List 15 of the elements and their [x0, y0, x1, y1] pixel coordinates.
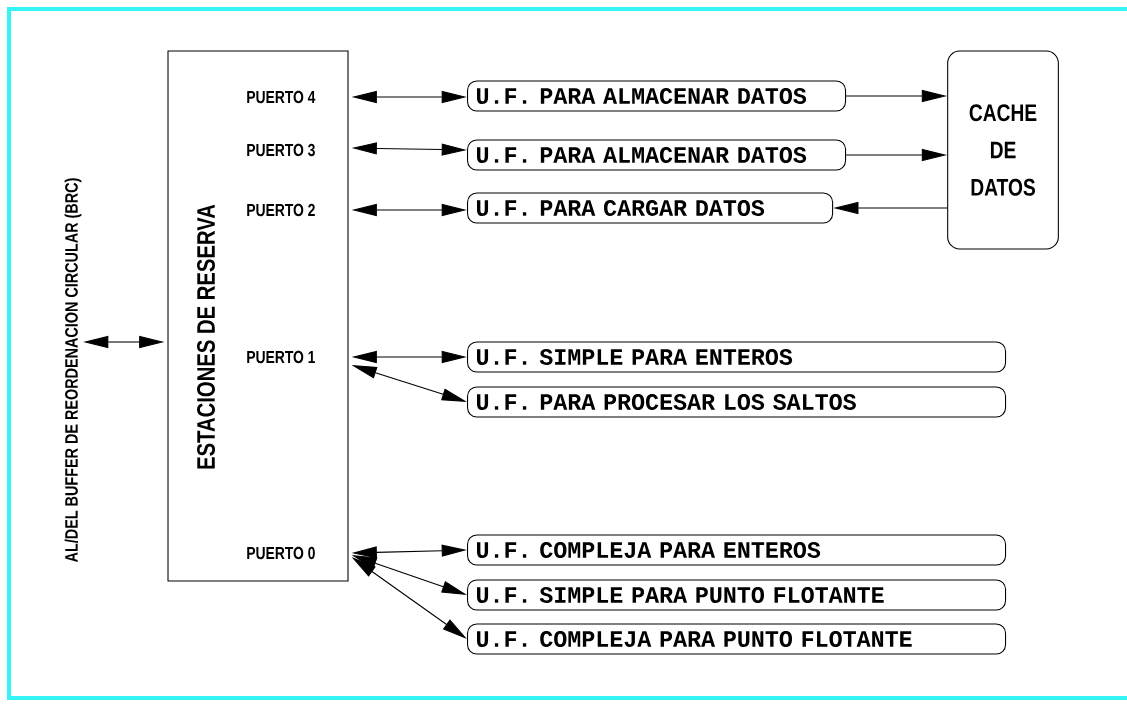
cache-box: CACHE DE DATOS — [947, 50, 1059, 250]
functional-unit-box: U.F. SIMPLE PARA PUNTO FLOTANTE — [467, 579, 1007, 611]
functional-unit-box: U.F. COMPLEJA PARA ENTEROS — [467, 534, 1007, 566]
port-label: PUERTO 0 — [247, 546, 315, 560]
port-label: PUERTO 4 — [247, 90, 316, 104]
functional-unit-box: U.F. SIMPLE PARA ENTEROS — [467, 341, 1007, 373]
functional-unit-box: U.F. PARA PROCESAR LOS SALTOS — [467, 386, 1007, 418]
port-label: PUERTO 2 — [247, 203, 315, 217]
functional-unit-box: U.F. PARA ALMACENAR DATOS — [467, 139, 847, 171]
port-label: PUERTO 3 — [247, 143, 315, 157]
port-label: PUERTO 1 — [247, 350, 315, 364]
functional-unit-box: U.F. COMPLEJA PARA PUNTO FLOTANTE — [467, 623, 1007, 655]
functional-unit-box: U.F. PARA ALMACENAR DATOS — [467, 80, 847, 112]
vertical-label: AL/DEL BUFFER DE REORDENACION CIRCULAR (BRC) — [64, 178, 82, 563]
functional-unit-box: U.F. PARA CARGAR DATOS — [467, 192, 834, 224]
